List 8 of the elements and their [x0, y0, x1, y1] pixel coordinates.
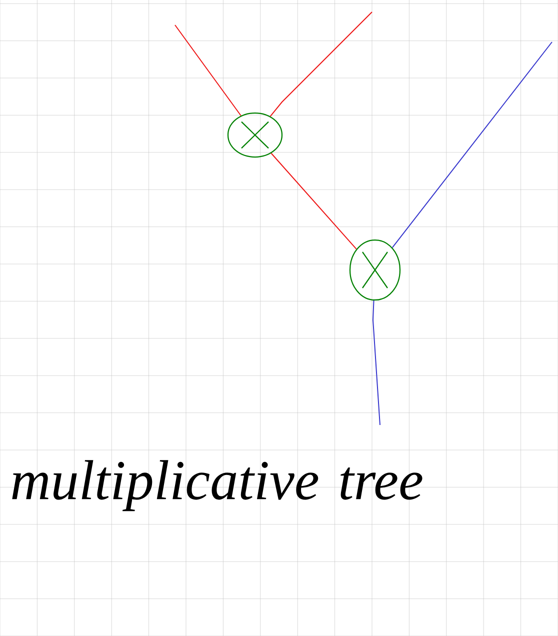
line: [174, 24, 242, 116]
line: [372, 300, 380, 426]
handwritten-label: multiplicative tree: [12, 460, 422, 512]
tensor-node: [349, 239, 401, 301]
line: [270, 12, 372, 117]
line: [270, 152, 357, 250]
tensor-node: [227, 112, 283, 158]
line: [392, 42, 552, 248]
